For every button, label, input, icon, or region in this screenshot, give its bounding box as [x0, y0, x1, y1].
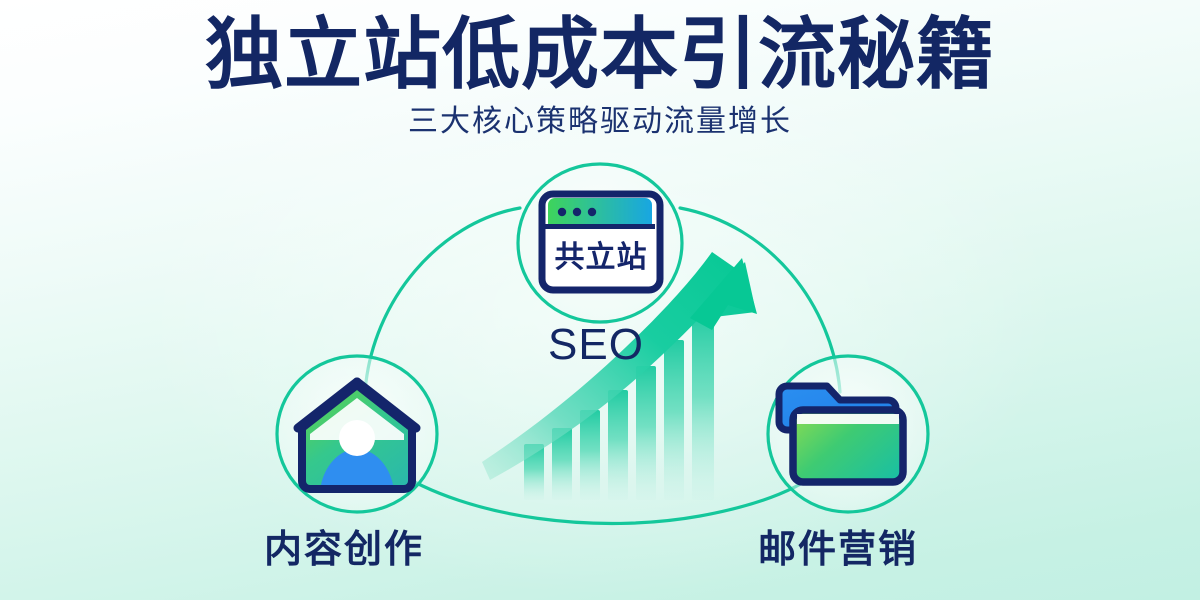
node-seo[interactable]	[516, 162, 684, 324]
node-seo-label: SEO	[548, 320, 644, 369]
growth-bar	[524, 444, 544, 500]
growth-bar	[636, 366, 656, 500]
growth-bar	[692, 312, 714, 500]
page-subtitle: 三大核心策略驱动流量增长	[408, 105, 792, 139]
growth-chart	[482, 252, 757, 500]
node-email[interactable]	[766, 354, 930, 514]
growth-bar	[580, 410, 600, 500]
growth-bar	[608, 390, 628, 500]
node-content-label: 内容创作	[263, 529, 424, 571]
node-content[interactable]	[275, 354, 439, 514]
poster-header: 独立站低成本引流秘籍 三大核心策略驱动流量增长	[0, 0, 1200, 140]
node-email-label: 邮件营销	[757, 529, 918, 571]
growth-bars	[524, 312, 714, 500]
browser-window-icon	[538, 190, 664, 294]
page-title: 独立站低成本引流秘籍	[204, 10, 995, 98]
home-person-icon	[293, 377, 421, 493]
growth-bar	[552, 428, 572, 500]
growth-arrow-icon	[482, 252, 756, 480]
browser-window-text: 共立站	[554, 241, 648, 274]
folder-icon	[775, 382, 907, 486]
growth-arrow-head-icon	[690, 258, 757, 330]
growth-bar	[664, 340, 684, 500]
